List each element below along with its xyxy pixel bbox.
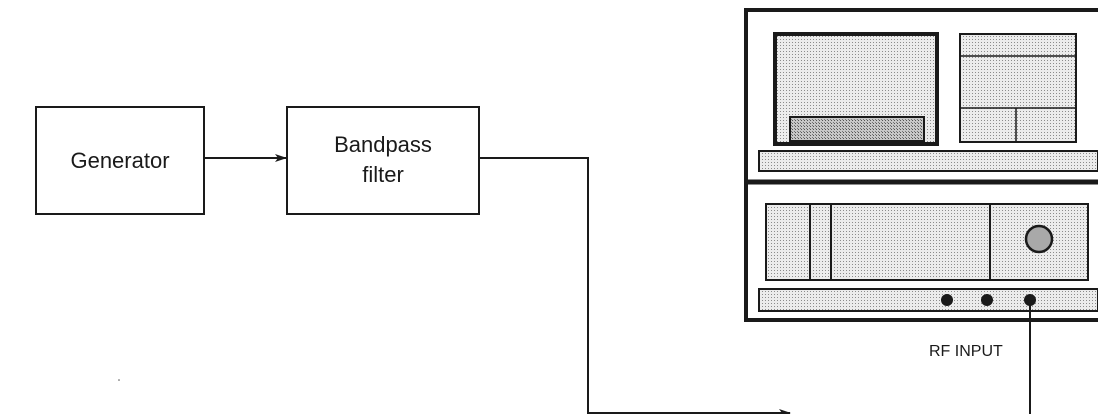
rf-input-label: RF INPUT [929, 343, 1003, 360]
connector-jack-2 [981, 294, 993, 306]
upper-control-panel [959, 33, 1077, 143]
spectrum-analyzer: RF INPUT [744, 8, 1098, 414]
lower-front-panel [765, 203, 1089, 281]
bandpass-filter-block: Bandpass filter [286, 106, 480, 215]
upper-bottom-strip [758, 150, 1098, 172]
generator-block: Generator [35, 106, 205, 215]
filter-output-connection [479, 157, 791, 414]
bandpass-filter-label-line2: filter [362, 162, 404, 187]
stray-mark [118, 379, 120, 381]
connector-strip [758, 288, 1098, 312]
tuning-knob [1024, 224, 1054, 254]
display-screen [773, 32, 939, 146]
bandpass-filter-label-line1: Bandpass [334, 132, 432, 157]
connector-jack-1 [941, 294, 953, 306]
generator-label: Generator [70, 148, 169, 173]
